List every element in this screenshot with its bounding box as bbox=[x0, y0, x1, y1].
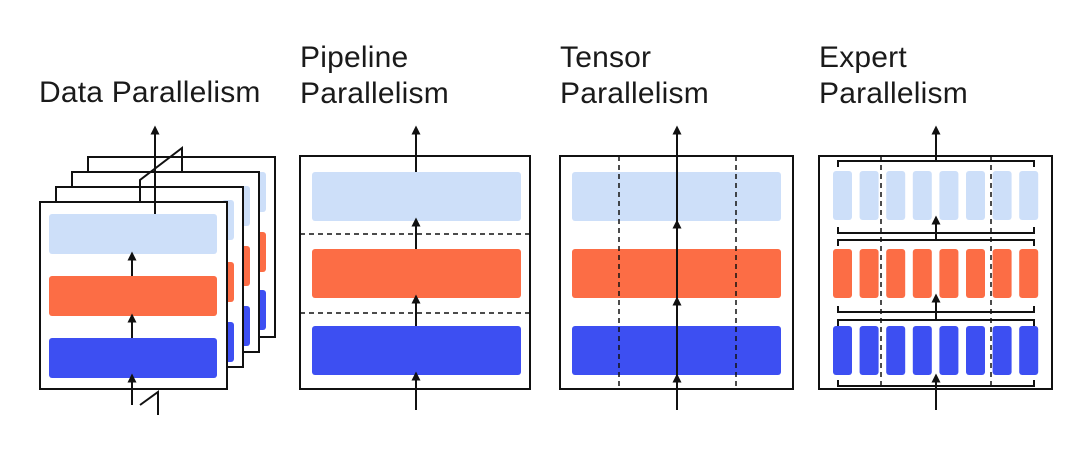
title-line: Pipeline bbox=[300, 41, 409, 74]
replica-frame-front bbox=[39, 201, 228, 390]
expert-bar bbox=[886, 171, 906, 220]
expert-bar bbox=[859, 249, 879, 298]
pipeline-parallelism-title: Pipeline Parallelism bbox=[300, 40, 449, 112]
expert-bar bbox=[939, 171, 959, 220]
expert-bar bbox=[1019, 171, 1039, 220]
expert-bar bbox=[939, 249, 959, 298]
bottom-layer-bar bbox=[49, 338, 217, 378]
expert-parallelism-panel bbox=[818, 125, 1053, 410]
expert-bar bbox=[859, 326, 879, 375]
expert-bar bbox=[886, 326, 906, 375]
title-line: Parallelism bbox=[300, 77, 449, 110]
expert-bar bbox=[912, 249, 932, 298]
tensor-parallelism-panel bbox=[559, 125, 794, 410]
title-line: Expert bbox=[819, 41, 907, 74]
expert-bar bbox=[1019, 249, 1039, 298]
expert-bar bbox=[886, 249, 906, 298]
expert-bar bbox=[966, 249, 985, 298]
top-layer-bar bbox=[49, 214, 217, 254]
expert-bar bbox=[992, 326, 1012, 375]
bottom-layer-bar bbox=[312, 326, 521, 375]
pipeline-parallelism-panel bbox=[299, 125, 531, 410]
expert-bar bbox=[1019, 326, 1039, 375]
data-parallelism-panel bbox=[39, 125, 276, 415]
title-line: Tensor bbox=[560, 41, 652, 74]
expert-bar bbox=[939, 326, 959, 375]
expert-bar bbox=[833, 249, 852, 298]
title-line: Parallelism bbox=[560, 77, 709, 110]
expert-bar bbox=[912, 171, 932, 220]
data-flow-arrows bbox=[127, 125, 160, 405]
model-frame bbox=[818, 155, 1053, 390]
top-layer-bar bbox=[312, 172, 521, 221]
middle-layer-bar bbox=[49, 276, 217, 316]
expert-parallelism-title: Expert Parallelism bbox=[819, 40, 968, 112]
expert-bar bbox=[966, 171, 985, 220]
data-parallelism-title: Data Parallelism bbox=[39, 75, 261, 111]
expert-bar bbox=[833, 171, 852, 220]
expert-bar bbox=[859, 171, 879, 220]
expert-bars bbox=[833, 171, 1039, 375]
expert-bar bbox=[912, 326, 932, 375]
expert-bar bbox=[966, 326, 985, 375]
expert-bar bbox=[833, 326, 852, 375]
expert-bar bbox=[992, 249, 1012, 298]
middle-layer-bar bbox=[312, 249, 521, 298]
title-line: Parallelism bbox=[819, 77, 968, 110]
title-line: Data Parallelism bbox=[39, 76, 261, 109]
tensor-parallelism-title: Tensor Parallelism bbox=[560, 40, 709, 112]
expert-split-lines bbox=[880, 156, 992, 389]
expert-bar bbox=[992, 171, 1012, 220]
